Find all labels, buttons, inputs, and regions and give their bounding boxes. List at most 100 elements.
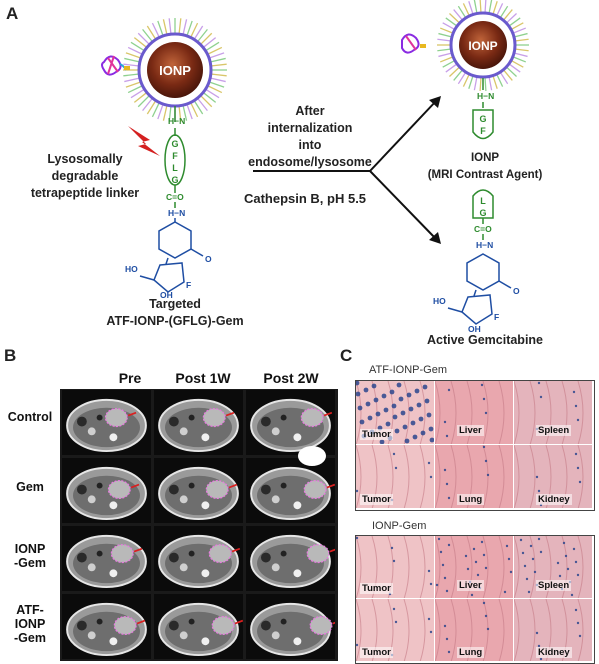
surface-coating-strand — [130, 41, 145, 52]
svg-text:F: F — [172, 151, 178, 161]
svg-text:H−N: H−N — [168, 208, 185, 218]
surface-coating-strand — [514, 38, 529, 42]
surface-coating-strand — [162, 19, 168, 36]
surface-coating-strand — [453, 69, 464, 81]
surface-coating-strand — [508, 17, 521, 27]
surface-coating-strand — [205, 41, 220, 52]
surface-coating-strand — [445, 17, 458, 27]
surface-coating-strand — [162, 104, 168, 121]
mri-slice-drawing — [250, 466, 335, 521]
histology-tile-label: Liver — [457, 580, 484, 591]
arrow-head-up — [429, 96, 441, 108]
surface-coating-strand — [442, 59, 456, 68]
surface-coating-strand — [146, 25, 157, 40]
histology-tile-label: Tumor — [360, 647, 393, 658]
surface-coating-strand — [196, 28, 208, 43]
gemcitabine-structure-right — [447, 253, 512, 325]
surface-coating-strand — [462, 3, 470, 17]
surface-coating-strand — [186, 20, 193, 37]
prodrug-name: Targeted ATF-IONP-(GFLG)-Gem — [95, 296, 255, 330]
histology-tile-spleen: Spleen — [514, 536, 592, 598]
surface-coating-strand — [502, 69, 513, 81]
mri-row-label: IONP — [14, 617, 46, 631]
histology-tile-tumor: Tumor — [356, 599, 434, 661]
histology-tile-label: Liver — [457, 425, 484, 436]
surface-coating-strand — [453, 9, 464, 21]
mri-slice-drawing — [66, 602, 147, 657]
product1-line2: (MRI Contrast Agent) — [427, 169, 543, 181]
mri-scan-image — [246, 594, 335, 659]
mri-row-label: -Gem — [14, 631, 46, 645]
mri-scan-image — [62, 390, 151, 455]
histology-tile-lung: Lung — [435, 445, 513, 508]
histology-tile-label: Lung — [457, 647, 485, 658]
surface-coating-strand — [496, 3, 504, 17]
mri-row-control: Control — [4, 410, 56, 424]
surface-coating-strand — [125, 52, 142, 59]
mri-scan-image — [154, 526, 243, 591]
svg-text:OH: OH — [468, 324, 481, 334]
svg-text:O: O — [205, 254, 212, 264]
surface-coating-strand — [457, 5, 467, 19]
surface-coating-strand — [130, 88, 145, 99]
mri-slice-drawing — [158, 602, 243, 657]
ionp-nanoparticle-right: IONP — [437, 0, 529, 91]
surface-coating-strand — [151, 102, 160, 118]
surface-coating-strand — [123, 63, 140, 67]
surface-coating-strand — [492, 1, 498, 15]
histology-tile-label: Tumor — [360, 429, 393, 440]
svg-text:F: F — [494, 312, 499, 322]
surface-coating-strand — [438, 32, 453, 38]
surface-coating-strand — [473, 76, 478, 91]
surface-coating-strand — [488, 76, 493, 91]
surface-coating-strand — [186, 103, 193, 120]
surface-coating-strand — [157, 20, 164, 37]
process-description: After internalization into endosome/lyso… — [240, 103, 380, 171]
surface-coating-strand — [202, 91, 217, 103]
linker-text-line1: Lysosomally — [47, 152, 123, 166]
surface-coating-strand — [142, 28, 154, 43]
reaction-arrow — [253, 99, 438, 241]
mri-row-label: ATF- — [16, 603, 44, 617]
surface-coating-strand — [202, 37, 217, 49]
surface-coating-strand — [505, 13, 517, 24]
surface-coating-strand — [514, 48, 529, 52]
mri-column-post-2w: Post 2W — [263, 370, 319, 386]
surface-coating-strand — [193, 100, 204, 115]
surface-coating-strand — [499, 71, 509, 85]
mri-column-pre: Pre — [118, 370, 142, 386]
svg-text:HO: HO — [125, 264, 138, 274]
mri-slice-drawing — [250, 534, 335, 589]
histology-tile-spleen: Spleen — [514, 381, 592, 444]
process-line1: After — [295, 104, 325, 118]
surface-coating-strand — [468, 75, 474, 89]
mri-scan-image — [246, 526, 335, 591]
panel-a-label: A — [6, 4, 19, 23]
surface-coating-strand — [168, 18, 172, 35]
process-line3: into endosome/lysosome — [248, 138, 372, 169]
mri-row-label: Control — [7, 410, 53, 424]
surface-coating-strand — [449, 66, 461, 77]
reaction-condition: Cathepsin B, pH 5.5 — [243, 191, 367, 206]
surface-coating-strand — [193, 25, 204, 40]
gflg-linker: H−N G F L G C=O H−N — [164, 106, 186, 218]
svg-text:O: O — [513, 286, 520, 296]
mri-row-label: IONP — [14, 542, 46, 556]
surface-coating-strand — [479, 76, 482, 91]
surface-coating-strand — [123, 73, 140, 77]
surface-coating-strand — [199, 32, 213, 46]
mri-row-atf-ionp-gem: ATF- IONP -Gem — [4, 603, 56, 645]
surface-coating-strand — [208, 52, 225, 59]
lg-fragment: L G C=O H−N — [472, 189, 494, 250]
svg-text:L: L — [480, 196, 486, 206]
surface-coating-strand — [512, 27, 527, 34]
mri-scan-image — [62, 526, 151, 591]
surface-coating-strand — [513, 52, 528, 58]
svg-text:G: G — [171, 175, 178, 185]
mri-scan-image — [154, 390, 243, 455]
histology-tile-liver: Liver — [435, 536, 513, 598]
prodrug-name-line2: ATF-IONP-(GFLG)-Gem — [106, 314, 244, 328]
mri-slice-drawing — [66, 534, 147, 589]
surface-coating-strand — [157, 103, 164, 120]
